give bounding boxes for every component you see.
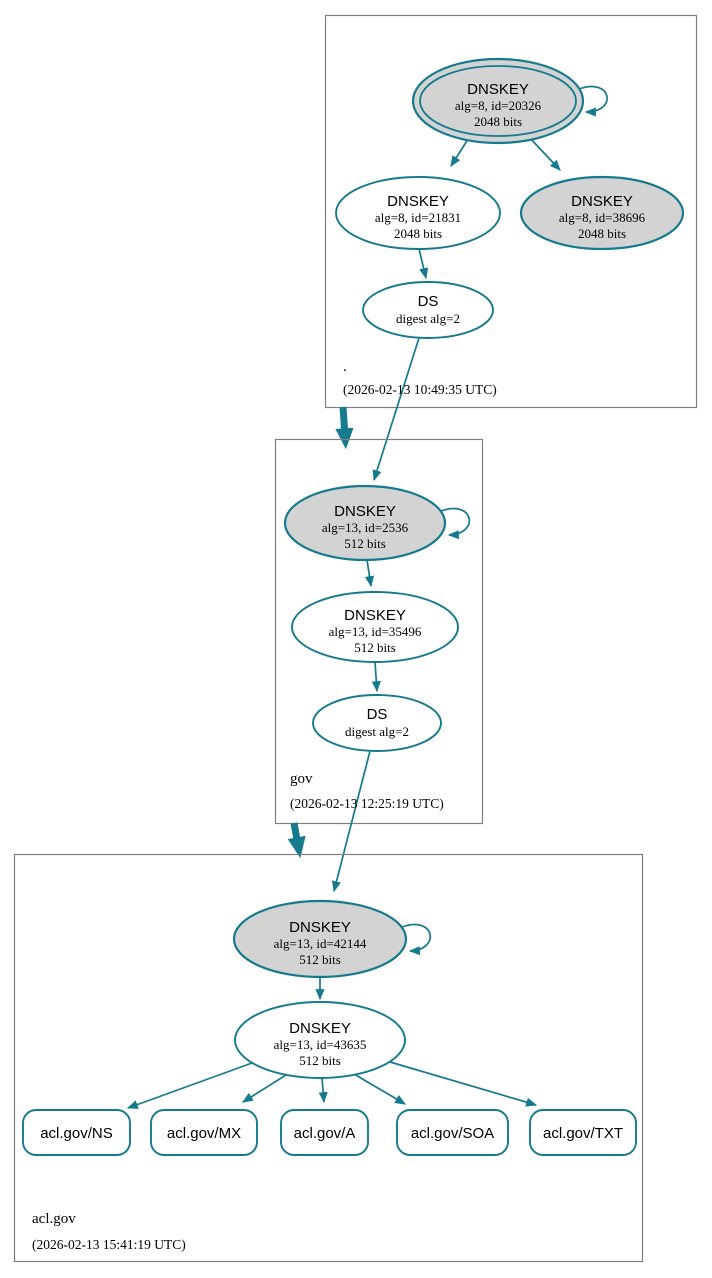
node-root-zsk: DNSKEY alg=8, id=21831 2048 bits	[335, 176, 501, 250]
root-zsk-detail: alg=8, id=21831	[375, 210, 461, 225]
gov-zsk-title: DNSKEY	[344, 607, 406, 624]
zone-acl-box	[13, 853, 644, 1263]
edge-root-ksk-selfloop	[578, 85, 608, 117]
acl-ksk-detail: alg=13, id=42144	[274, 936, 367, 951]
edge-gov-zsk-to-ds	[371, 661, 381, 693]
zone-gov-label: gov	[290, 771, 313, 787]
gov-ds-title: DS	[367, 706, 388, 723]
node-root-ksk: DNSKEY alg=8, id=20326 2048 bits	[411, 57, 585, 145]
node-root-ds: DS digest alg=2	[362, 281, 494, 339]
root-ds-detail: digest alg=2	[396, 311, 460, 326]
root-key3-title: DNSKEY	[571, 193, 633, 210]
edge-acl-ksk-selfloop	[401, 923, 432, 956]
rrset-a-box	[280, 1109, 369, 1156]
root-ksk-detail: alg=8, id=20326	[455, 98, 542, 113]
acl-ksk-bits: 512 bits	[299, 952, 341, 967]
acl-zsk-detail: alg=13, id=43635	[274, 1037, 367, 1052]
root-zsk-bits: 2048 bits	[394, 226, 442, 241]
rrset-ns: acl.gov/NS	[22, 1109, 131, 1156]
rrset-ns-label: acl.gov/NS	[40, 1125, 113, 1142]
root-ds-title: DS	[418, 293, 439, 310]
zone-root: DNSKEY alg=8, id=20326 2048 bits DNSKEY …	[324, 14, 698, 482]
rrset-txt: acl.gov/TXT	[529, 1109, 637, 1156]
edge-acl-zsk-to-txt	[389, 1061, 538, 1107]
edge-acl-zsk-to-soa	[353, 1073, 407, 1105]
node-acl-zsk: DNSKEY alg=13, id=43635 512 bits	[234, 1001, 406, 1079]
gov-ds-ellipse	[312, 694, 442, 752]
rrset-soa-box	[396, 1109, 509, 1156]
node-gov-zsk: DNSKEY alg=13, id=35496 512 bits	[291, 591, 459, 663]
root-ds-ellipse	[362, 281, 494, 339]
acl-zsk-title: DNSKEY	[289, 1020, 351, 1037]
root-zsk-title: DNSKEY	[387, 193, 449, 210]
rrset-a-label: acl.gov/A	[294, 1125, 356, 1142]
root-ksk-title: DNSKEY	[467, 81, 529, 98]
acl-ksk-title: DNSKEY	[289, 919, 351, 936]
root-key3-bits: 2048 bits	[578, 226, 626, 241]
node-acl-ksk: DNSKEY alg=13, id=42144 512 bits	[232, 899, 408, 979]
root-ksk-ellipse-outer	[411, 57, 585, 145]
acl-zsk-bits: 512 bits	[299, 1053, 341, 1068]
root-ksk-bits: 2048 bits	[474, 114, 522, 129]
acl-zsk-ellipse	[234, 1001, 406, 1079]
rrset-mx-box	[150, 1109, 258, 1156]
zone-acl-label: acl.gov	[32, 1211, 76, 1227]
edge-gov-ksk-selfloop	[440, 507, 471, 540]
edge-gov-ds-to-acl-ksk	[332, 750, 371, 893]
delegation-arrow-gov-to-acl	[287, 822, 306, 859]
rrset-txt-box	[529, 1109, 637, 1156]
gov-ksk-detail: alg=13, id=2536	[322, 520, 409, 535]
rrset-ns-box	[22, 1109, 131, 1156]
zone-acl-timestamp: (2026-02-13 15:41:19 UTC)	[32, 1237, 186, 1252]
root-zsk-ellipse	[335, 176, 501, 250]
zone-gov: DNSKEY alg=13, id=2536 512 bits DNSKEY a…	[274, 438, 484, 893]
zone-gov-timestamp: (2026-02-13 12:25:19 UTC)	[290, 796, 444, 811]
zone-root-label: .	[343, 359, 347, 375]
node-root-key3: DNSKEY alg=8, id=38696 2048 bits	[519, 175, 685, 251]
gov-ksk-ellipse	[283, 484, 447, 562]
node-gov-ksk: DNSKEY alg=13, id=2536 512 bits	[283, 484, 447, 562]
root-key3-detail: alg=8, id=38696	[559, 210, 646, 225]
edge-root-ds-to-gov-ksk	[372, 337, 420, 482]
root-key3-ellipse	[519, 175, 685, 251]
edge-root-ksk-to-key3	[527, 135, 561, 171]
rrset-soa: acl.gov/SOA	[396, 1109, 509, 1156]
rrset-mx-label: acl.gov/MX	[167, 1125, 241, 1142]
rrset-soa-label: acl.gov/SOA	[411, 1125, 494, 1142]
gov-zsk-ellipse	[291, 591, 459, 663]
rrset-a: acl.gov/A	[280, 1109, 369, 1156]
edge-acl-zsk-to-ns	[126, 1062, 253, 1109]
zone-acl-gov: DNSKEY alg=13, id=42144 512 bits DNSKEY …	[13, 853, 644, 1263]
gov-ds-detail: digest alg=2	[345, 724, 409, 739]
gov-ksk-bits: 512 bits	[344, 536, 386, 551]
zone-root-box	[324, 14, 698, 409]
zone-root-timestamp: (2026-02-13 10:49:35 UTC)	[343, 382, 497, 397]
zone-gov-box	[274, 438, 484, 825]
acl-ksk-ellipse	[232, 899, 408, 979]
gov-zsk-bits: 512 bits	[354, 640, 396, 655]
node-gov-ds: DS digest alg=2	[312, 694, 442, 752]
edge-acl-zsk-to-a	[318, 1077, 328, 1104]
edge-root-zsk-to-ds	[418, 248, 429, 280]
gov-zsk-detail: alg=13, id=35496	[329, 624, 422, 639]
delegation-arrow-root-to-gov	[335, 406, 354, 450]
edge-gov-ksk-to-zsk	[364, 559, 375, 588]
edge-acl-zsk-to-mx	[241, 1074, 287, 1103]
rrset-txt-label: acl.gov/TXT	[543, 1125, 623, 1142]
rrset-mx: acl.gov/MX	[150, 1109, 258, 1156]
root-ksk-ellipse-inner	[419, 65, 577, 137]
gov-ksk-title: DNSKEY	[334, 503, 396, 520]
